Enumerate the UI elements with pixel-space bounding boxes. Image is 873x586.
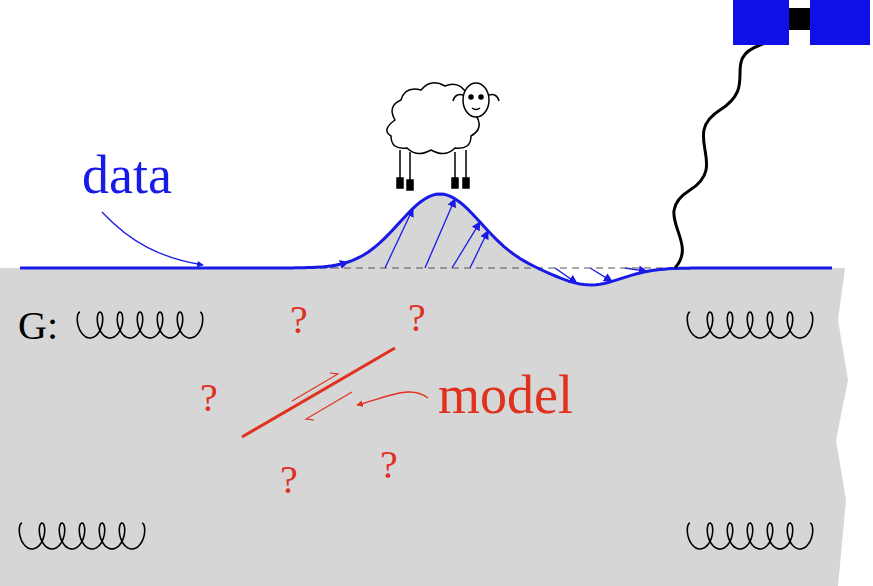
question-mark: ? xyxy=(280,460,298,500)
solar-panel xyxy=(733,0,789,45)
spring-symbol xyxy=(77,312,202,338)
solar-panel xyxy=(810,0,870,45)
displacement-vector xyxy=(425,199,455,268)
question-mark: ? xyxy=(408,298,426,338)
question-mark: ? xyxy=(200,378,218,418)
ground xyxy=(0,194,848,586)
displacement-vector xyxy=(385,208,413,268)
cable xyxy=(674,22,792,268)
fault-line xyxy=(242,348,395,437)
displacement-vector xyxy=(470,231,488,268)
data-label: data xyxy=(82,148,172,202)
spring-symbol xyxy=(687,312,812,338)
leader-line xyxy=(102,212,203,265)
sheep xyxy=(387,83,499,190)
surface-curve xyxy=(20,194,832,285)
operator-label: G: xyxy=(18,306,58,346)
model-label: model xyxy=(438,368,573,422)
spring-symbol xyxy=(687,523,812,549)
leader-line xyxy=(357,392,428,405)
question-mark: ? xyxy=(290,300,308,340)
question-mark: ? xyxy=(380,445,398,485)
satellite-body xyxy=(789,8,810,30)
displacement-vector xyxy=(452,222,480,268)
spring-symbol xyxy=(19,523,144,549)
displacement-vector xyxy=(590,268,612,281)
slip-arrow xyxy=(306,392,352,420)
slip-arrow xyxy=(292,373,338,401)
